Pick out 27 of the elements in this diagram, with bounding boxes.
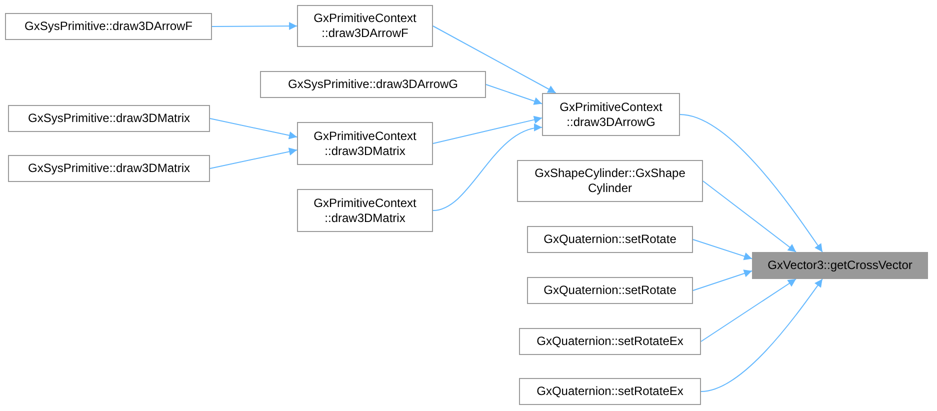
arrow (692, 270, 752, 291)
function-box: GxSysPrimitive::draw3DMatrix (8, 155, 210, 182)
arrow (702, 180, 796, 252)
arrow (486, 84, 542, 105)
arrow (692, 239, 752, 260)
arrow (700, 278, 823, 392)
arrow (432, 26, 556, 94)
function-box: GxQuaternion::setRotateEx (519, 328, 701, 355)
arrow (432, 124, 542, 211)
function-box: GxSysPrimitive::draw3DArrowG (260, 71, 486, 98)
arrow (432, 116, 542, 144)
function-box: GxPrimitiveContext ::draw3DMatrix (297, 189, 433, 232)
function-box: GxQuaternion::setRotate (527, 277, 693, 304)
function-box: GxQuaternion::setRotateEx (519, 378, 701, 405)
function-box: GxPrimitiveContext ::draw3DMatrix (297, 122, 433, 165)
function-box: GxPrimitiveContext ::draw3DArrowF (297, 5, 433, 47)
arrow (212, 22, 298, 30)
function-box: GxSysPrimitive::draw3DMatrix (8, 105, 210, 132)
function-box: GxShapeCylinder::GxShape Cylinder (517, 160, 703, 202)
arrow (210, 118, 298, 140)
function-box: GxVector3::getCrossVector (752, 252, 928, 279)
arrow (700, 278, 796, 342)
function-box: GxQuaternion::setRotate (527, 226, 693, 253)
function-box: GxPrimitiveContext ::draw3DArrowG (542, 93, 680, 136)
arrow (680, 114, 823, 252)
arrow (210, 148, 298, 169)
function-box: GxSysPrimitive::draw3DArrowF (5, 13, 212, 40)
